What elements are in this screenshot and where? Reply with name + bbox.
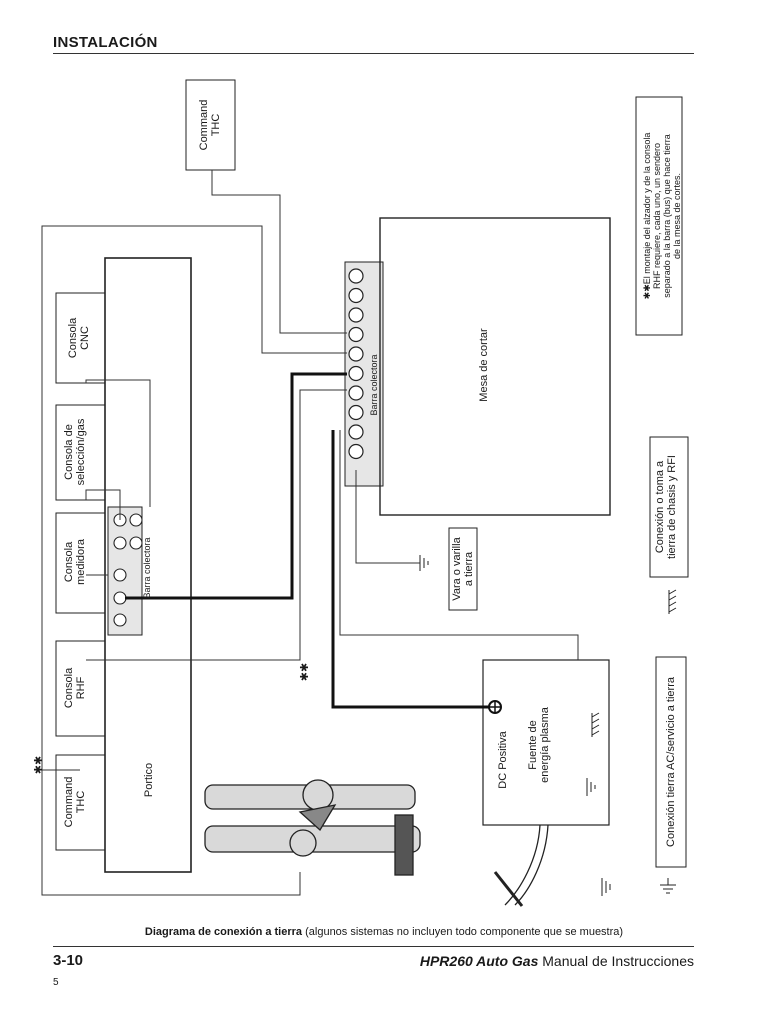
wire-consola-seleccion xyxy=(85,489,121,520)
vara-tierra-label: Vara o varillaa tierra xyxy=(451,536,475,600)
bus-terminal-icon xyxy=(348,365,364,382)
asterisks-left: ✱✱ xyxy=(33,756,45,774)
ground-rod xyxy=(493,871,524,907)
fuente-box xyxy=(482,659,610,826)
bus-terminal-icon xyxy=(348,404,364,421)
product-name: HPR260 Auto Gas xyxy=(419,953,539,969)
fuente-label: Fuente deenergía plasma xyxy=(527,706,551,783)
bus-terminal-icon xyxy=(348,385,364,401)
bus-terminal-icon xyxy=(113,568,127,582)
vara-tierra-box xyxy=(448,527,478,611)
note-box xyxy=(635,96,683,336)
bus-terminal-icon xyxy=(348,424,364,440)
mesa-de-cortar-box xyxy=(379,217,611,516)
bus-terminal-icon xyxy=(348,287,364,304)
ground-vara-icon xyxy=(419,555,429,571)
chassis-fuente-icon xyxy=(591,712,600,737)
wire-command-thc-bottom xyxy=(41,225,347,770)
figure-caption: Diagrama de conexión a tierra (algunos s… xyxy=(0,926,768,938)
wire-command-thc-top xyxy=(211,170,347,334)
consola-cnc-label: ConsolaCNC xyxy=(67,317,91,358)
ground-fuente-icon xyxy=(586,778,596,796)
consola-rhf-label: ConsolaRHF xyxy=(63,667,87,708)
consola-rhf-box xyxy=(55,640,106,737)
page-number: 3-10 xyxy=(53,952,84,969)
caption-bold: Diagrama de conexión a tierra xyxy=(144,926,303,938)
bus-terminal-icon xyxy=(129,513,143,527)
consola-cnc-box xyxy=(55,292,106,384)
bus-terminal-icon xyxy=(348,307,364,323)
footnote: 5 xyxy=(53,977,59,988)
note-label: ✱✱El montaje del alzador y de la consola… xyxy=(642,133,682,300)
caption-rest: (algunos sistemas no incluyen todo compo… xyxy=(302,926,624,938)
bus-terminal-icon xyxy=(348,346,364,362)
section-title: INSTALACIÓN xyxy=(53,34,158,51)
wire-consola-cnc xyxy=(85,379,151,507)
consola-seleccion-box xyxy=(55,404,106,501)
legend-chasis-label: Conexión o toma atierra de chasis y RFI xyxy=(654,455,678,559)
bus-terminal-icon xyxy=(129,536,143,550)
wire-command-thc-bottom-lower xyxy=(41,769,301,896)
wire-medidora-thick xyxy=(125,372,347,600)
bus-terminal-icon xyxy=(348,326,364,343)
wire-dc-positiva xyxy=(331,430,495,709)
chassis-legend-icon xyxy=(668,589,677,614)
consola-seleccion-label: Consola deselección/gas xyxy=(63,418,87,485)
wire-consola-rhf xyxy=(86,389,347,661)
manual-name: Manual de Instrucciones xyxy=(538,953,694,969)
header-rule xyxy=(53,53,694,54)
legend-chasis-box xyxy=(649,436,689,578)
manual-title: HPR260 Auto Gas Manual de Instrucciones xyxy=(420,953,694,969)
bus-terminal-icon xyxy=(113,536,127,550)
bus-terminal-icon xyxy=(348,443,364,460)
command-thc-bottom-box xyxy=(55,754,106,851)
legend-ac-box xyxy=(655,656,687,868)
ac-cable xyxy=(504,824,541,906)
legend-ac-label: Conexión tierra AC/servicio a tierra xyxy=(665,676,677,847)
command-thc-top-box xyxy=(185,79,236,171)
ground-rod-icon xyxy=(601,878,611,896)
bus-terminal-icon xyxy=(113,591,127,605)
barra-colectora-small-label: Barra colectora xyxy=(142,537,152,598)
footer-rule xyxy=(53,946,694,947)
barra-colectora-main-label: Barra colectora xyxy=(369,354,379,415)
bus-terminal-icon xyxy=(113,613,127,627)
command-thc-top-label: CommandTHC xyxy=(198,100,222,151)
asterisks-mid: ✱✱ xyxy=(299,663,311,681)
portico-label: Portico xyxy=(143,763,155,797)
consola-medidora-box xyxy=(55,512,106,614)
command-thc-bottom-label: CommandTHC xyxy=(63,777,87,828)
wire-fuente xyxy=(339,430,579,660)
ground-ac-legend-icon xyxy=(660,878,676,894)
dc-positiva-label: DC Positiva xyxy=(497,730,509,788)
torch-illustration-icon xyxy=(204,779,421,876)
mesa-label: Mesa de cortar xyxy=(478,328,490,402)
wire-vara xyxy=(355,470,420,564)
consola-medidora-label: Consolamedidora xyxy=(63,538,87,585)
bus-terminal-icon xyxy=(348,268,364,284)
